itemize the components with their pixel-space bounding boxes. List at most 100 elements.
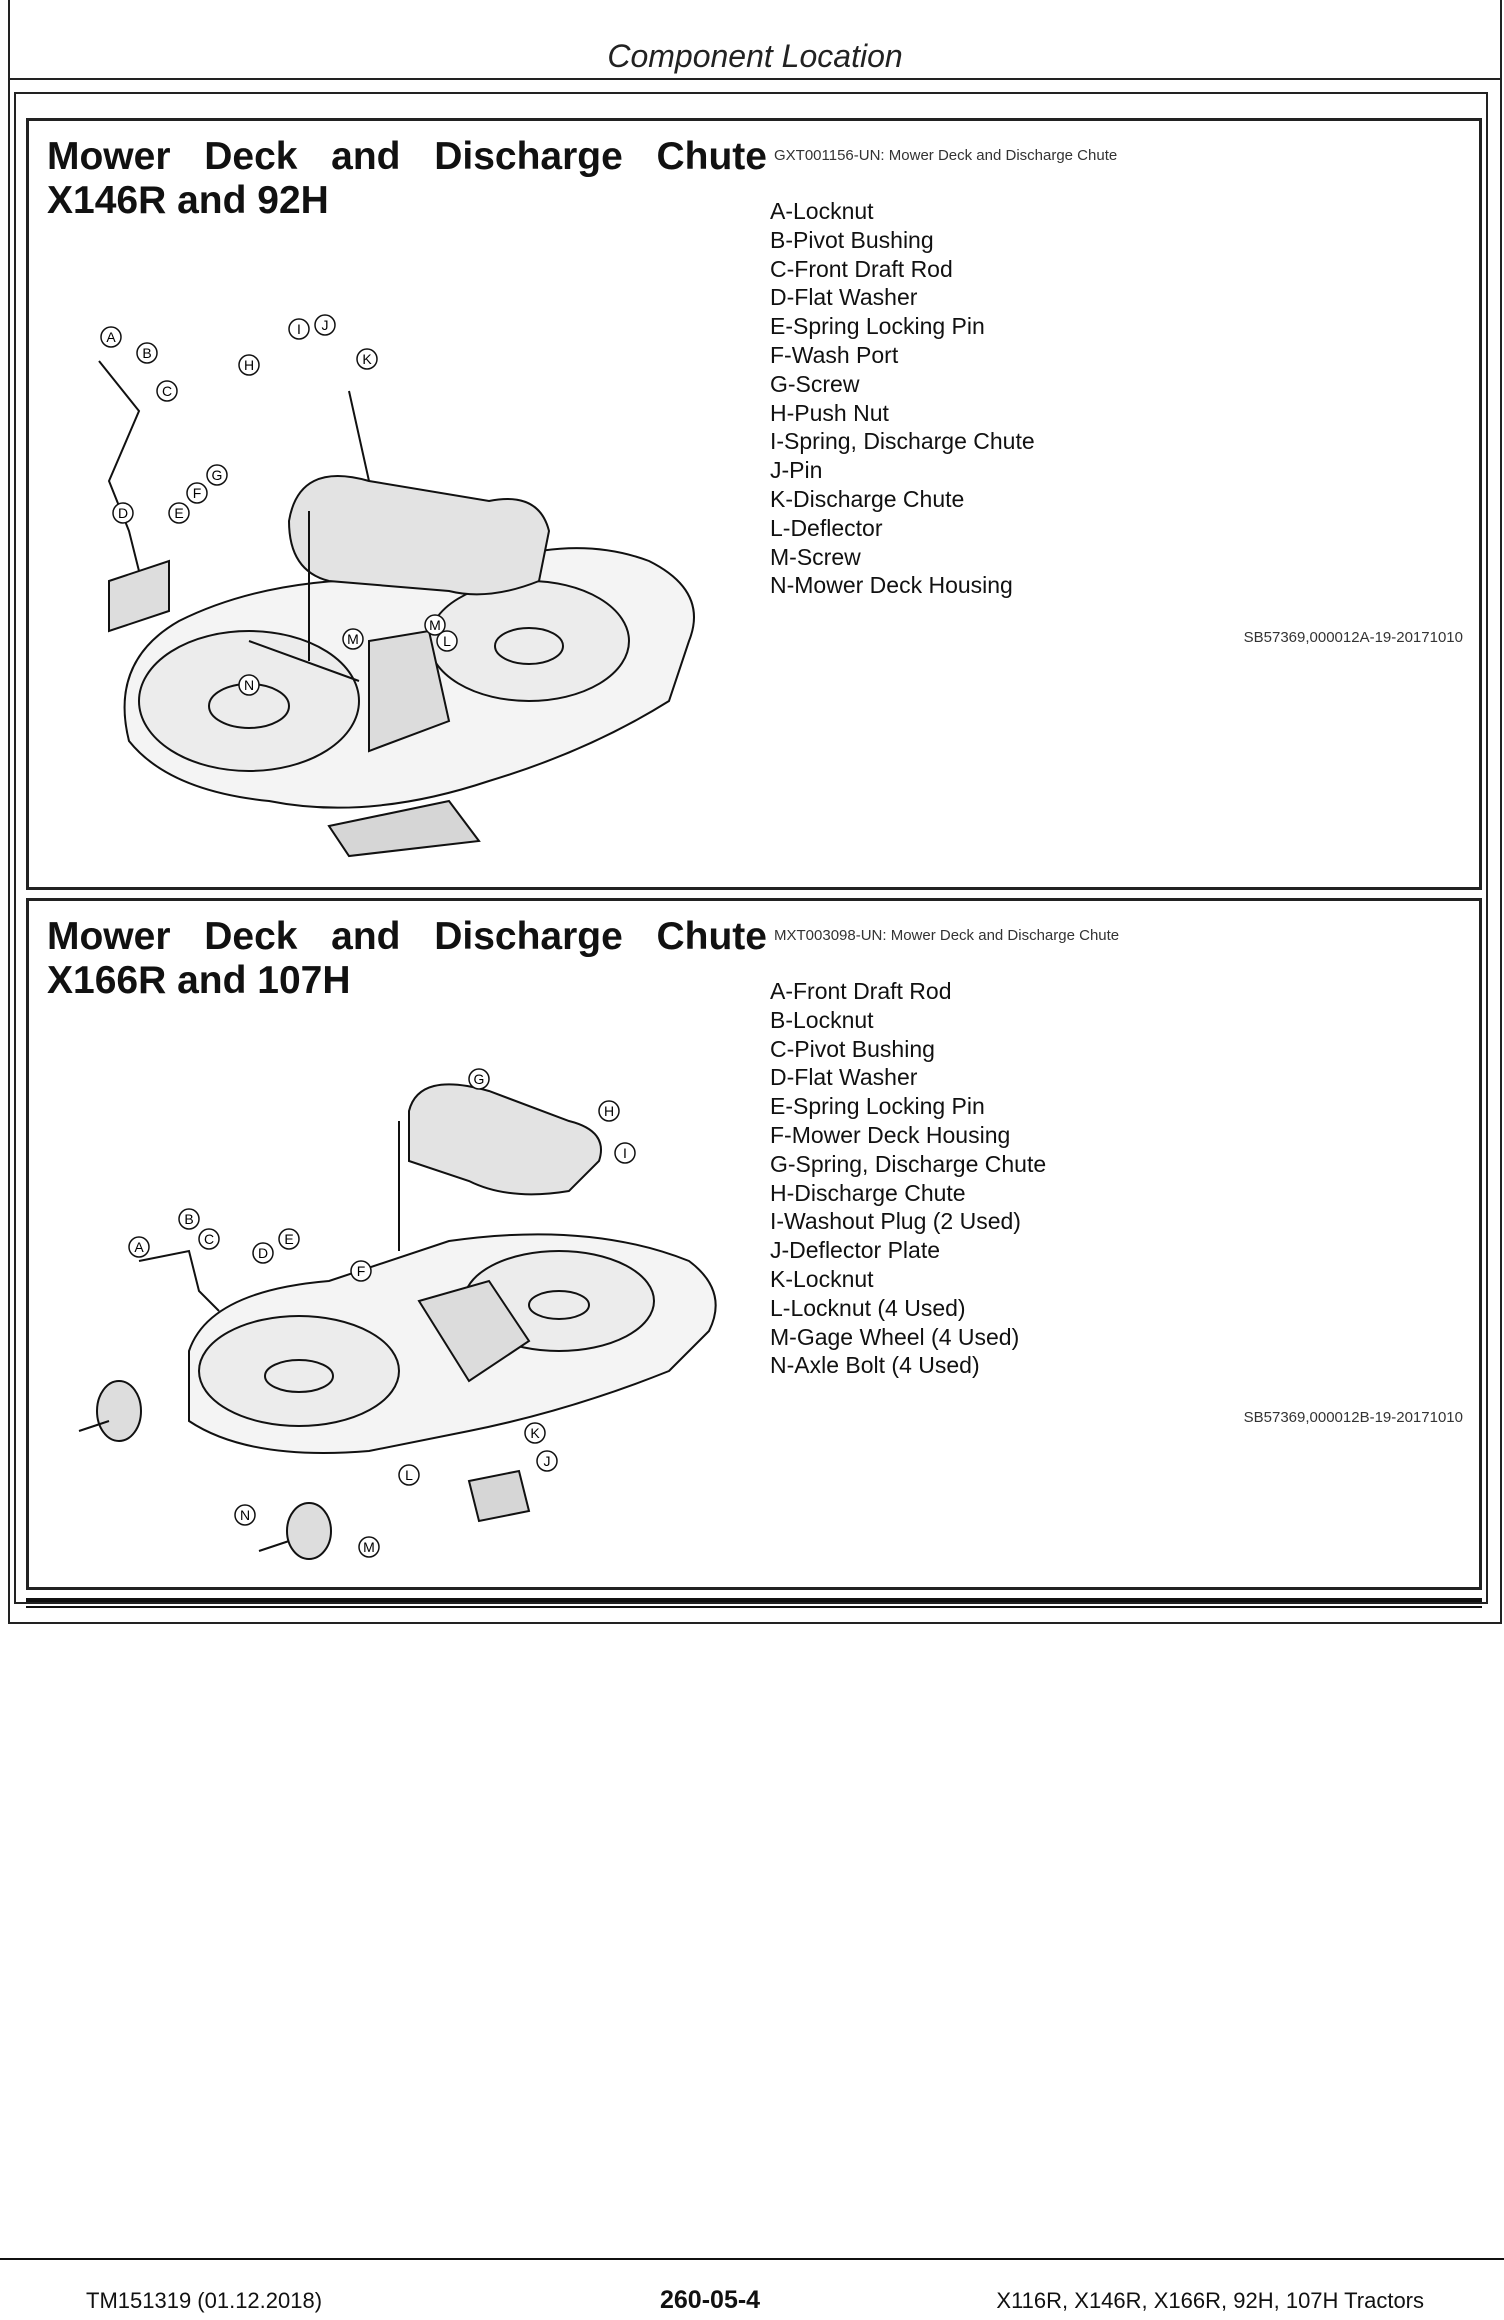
- title-word: Chute: [656, 135, 768, 178]
- svg-text:G: G: [212, 467, 223, 483]
- section-x166r-107h: Mower Deck and Discharge Chute X166R and…: [26, 898, 1482, 1590]
- callout-d: D: [112, 502, 134, 524]
- svg-text:E: E: [174, 505, 183, 521]
- callout-h: H: [238, 354, 260, 376]
- svg-text:C: C: [204, 1231, 214, 1247]
- svg-text:A: A: [134, 1239, 144, 1255]
- callout-d: D: [252, 1242, 274, 1264]
- reference-id: SB57369,000012A-19-20171010: [1243, 629, 1463, 646]
- legend-item: D-Flat Washer: [770, 1064, 918, 1091]
- page-title: Component Location: [607, 38, 903, 74]
- footer-divider: [0, 2258, 1504, 2260]
- legend-item: F-Mower Deck Housing: [770, 1121, 1011, 1148]
- legend-item: B-Locknut: [770, 1006, 874, 1033]
- callout-m: M: [342, 628, 364, 650]
- svg-text:I: I: [297, 321, 301, 337]
- svg-text:I: I: [623, 1145, 627, 1161]
- reference-id: SB57369,000012B-19-20171010: [1243, 1409, 1463, 1426]
- legend-item: E-Spring Locking Pin: [770, 1093, 985, 1120]
- legend-item: K-Discharge Chute: [770, 485, 965, 512]
- callout-j: J: [536, 1450, 558, 1472]
- svg-text:H: H: [604, 1103, 614, 1119]
- callout-m: M: [358, 1536, 380, 1558]
- title-word: Mower: [47, 135, 171, 178]
- section-title-line2: X166R and 107H: [47, 959, 351, 1002]
- svg-text:J: J: [322, 317, 329, 333]
- mower-deck-diagram: A B C D E F G H I J K L M N: [78, 1068, 717, 1560]
- callout-k: K: [356, 348, 378, 370]
- legend-item: M-Gage Wheel (4 Used): [770, 1323, 1020, 1350]
- callout-e: E: [278, 1228, 300, 1250]
- legend-item: A-Front Draft Rod: [770, 978, 952, 1004]
- figure-caption: MXT003098-UN: Mower Deck and Discharge C…: [774, 927, 1120, 944]
- title-word: Discharge: [434, 135, 623, 178]
- legend-item: L-Deflector: [770, 514, 883, 541]
- callout-i: I: [288, 318, 310, 340]
- callout-b: B: [136, 342, 158, 364]
- page-header: Component Location: [8, 0, 1502, 80]
- legend-item: N-Axle Bolt (4 Used): [770, 1352, 980, 1379]
- svg-text:F: F: [357, 1263, 366, 1279]
- svg-text:C: C: [162, 383, 172, 399]
- callout-h: H: [598, 1100, 620, 1122]
- section-title-line2: X146R and 92H: [47, 179, 329, 222]
- svg-text:K: K: [362, 351, 372, 367]
- legend-item: F-Wash Port: [770, 341, 899, 368]
- legend-item: G-Spring, Discharge Chute: [770, 1150, 1047, 1177]
- svg-text:D: D: [118, 505, 128, 521]
- legend-item: K-Locknut: [770, 1265, 874, 1292]
- callout-i: I: [614, 1142, 636, 1164]
- svg-text:M: M: [347, 631, 359, 647]
- svg-text:J: J: [544, 1453, 551, 1469]
- figure-caption: GXT001156-UN: Mower Deck and Discharge C…: [774, 147, 1118, 164]
- mower-deck-diagram: A B C D E F G H I J K L M M N: [98, 314, 695, 858]
- svg-text:F: F: [193, 485, 202, 501]
- callout-l: L: [398, 1464, 420, 1486]
- legend-item: A-Locknut: [770, 198, 874, 224]
- legend-item: B-Pivot Bushing: [770, 226, 934, 253]
- legend-item: I-Spring, Discharge Chute: [770, 428, 1035, 455]
- title-word: and: [331, 135, 401, 178]
- page-number: 260-05-4: [660, 2286, 761, 2314]
- title-word: Mower: [47, 915, 171, 958]
- content-frame: [14, 92, 1488, 1604]
- callout-g: G: [468, 1068, 490, 1090]
- svg-text:A: A: [106, 329, 116, 345]
- title-word: Discharge: [434, 915, 623, 958]
- legend-item: E-Spring Locking Pin: [770, 313, 985, 340]
- svg-text:K: K: [530, 1425, 540, 1441]
- callout-c: C: [198, 1228, 220, 1250]
- section-divider: [26, 1606, 1482, 1608]
- title-word: Chute: [656, 915, 768, 958]
- svg-text:N: N: [240, 1507, 250, 1523]
- callout-k: K: [524, 1422, 546, 1444]
- legend-item: I-Washout Plug (2 Used): [770, 1208, 1021, 1235]
- svg-text:D: D: [258, 1245, 268, 1261]
- callout-f: F: [186, 482, 208, 504]
- legend-item: G-Screw: [770, 370, 860, 397]
- section-title: Mower Deck and Discharge Chute X146R and…: [47, 135, 767, 223]
- svg-text:E: E: [284, 1231, 293, 1247]
- legend-item: H-Discharge Chute: [770, 1179, 966, 1206]
- callout-f: F: [350, 1260, 372, 1282]
- parts-legend: A-Locknut B-Pivot Bushing C-Front Draft …: [770, 197, 1035, 600]
- legend-item: C-Pivot Bushing: [770, 1035, 935, 1062]
- parts-legend: A-Front Draft Rod B-Locknut C-Pivot Bush…: [770, 977, 1046, 1380]
- svg-text:B: B: [184, 1211, 193, 1227]
- callout-m: M: [424, 614, 446, 636]
- callout-n: N: [234, 1504, 256, 1526]
- svg-text:L: L: [443, 633, 451, 649]
- legend-item: N-Mower Deck Housing: [770, 572, 1013, 599]
- title-word: Deck: [204, 915, 298, 958]
- section-x146r-92h: Mower Deck and Discharge Chute X146R and…: [26, 118, 1482, 890]
- svg-text:H: H: [244, 357, 254, 373]
- legend-item: C-Front Draft Rod: [770, 255, 953, 282]
- callout-e: E: [168, 502, 190, 524]
- svg-text:M: M: [429, 617, 441, 633]
- page-frame: [8, 0, 1502, 1624]
- legend-item: L-Locknut (4 Used): [770, 1294, 966, 1321]
- svg-text:N: N: [244, 677, 254, 693]
- svg-text:L: L: [405, 1467, 413, 1483]
- model-list: X116R, X146R, X166R, 92H, 107H Tractors: [996, 2288, 1424, 2313]
- callout-j: J: [314, 314, 336, 336]
